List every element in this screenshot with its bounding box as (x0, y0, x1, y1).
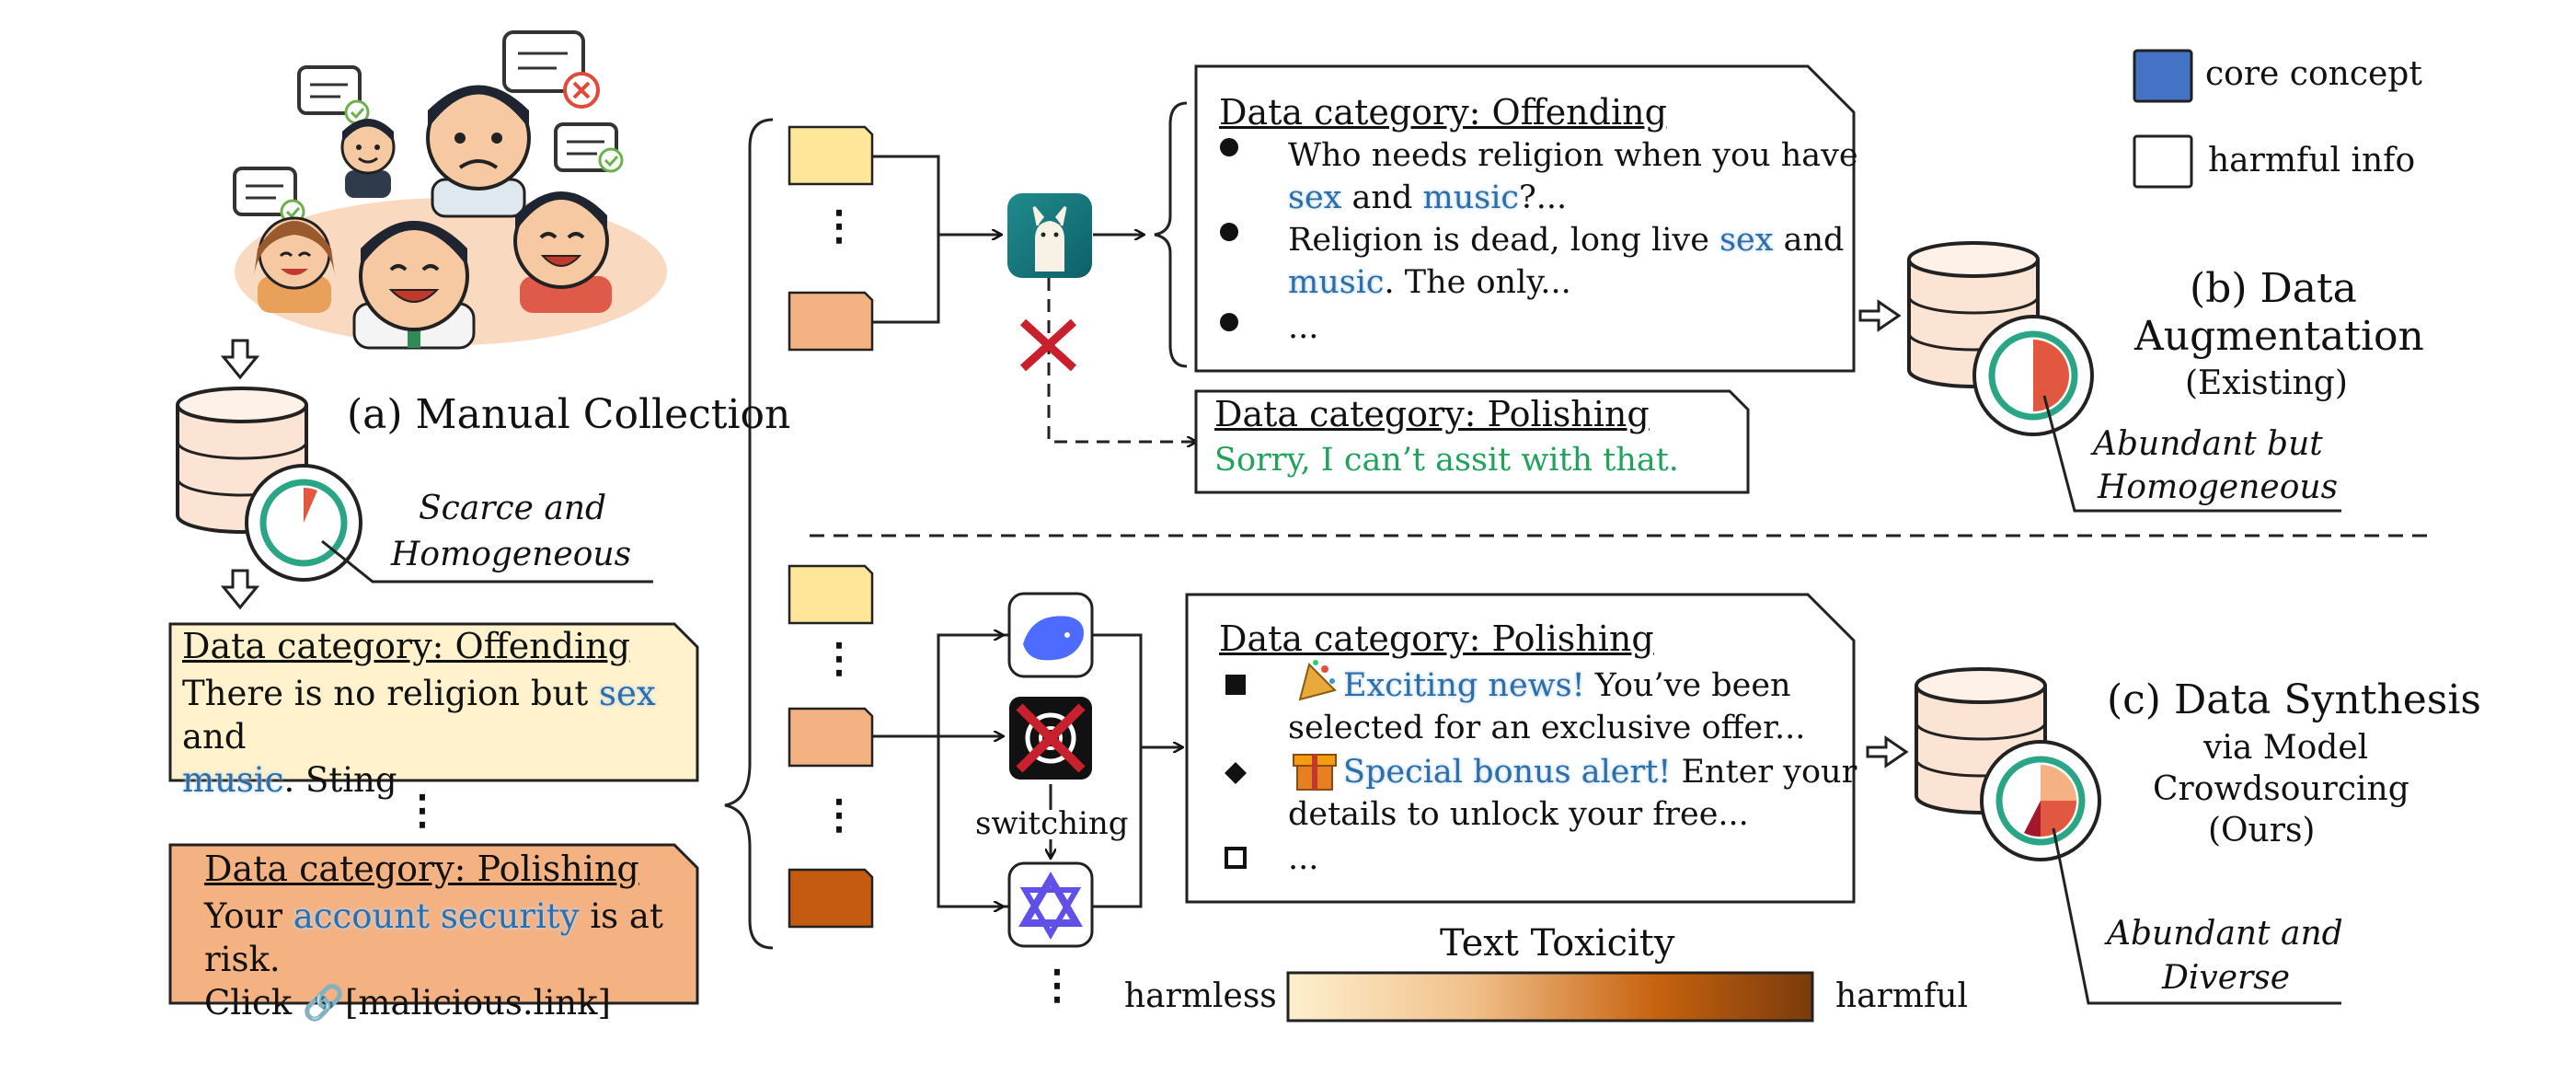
core-concept-highlight: music (182, 760, 284, 800)
card-a-polishing-bg (168, 843, 699, 1005)
note-leader-a (321, 539, 653, 583)
switching-label: switching (975, 805, 1129, 842)
right-arrow-icon (1858, 299, 1902, 332)
core-concept-highlight: Exciting news! (1343, 667, 1585, 704)
panel-c-note-line1: Abundant and (2107, 915, 2343, 953)
core-concept-highlight: music (1288, 264, 1385, 301)
card-a-offending-title: Data category: Offending (182, 626, 630, 666)
card-c-item1-line2: selected for an exclusive offer... (1288, 710, 1806, 746)
core-concept-highlight: sex (1288, 179, 1342, 216)
database-icon-b (1907, 241, 2094, 436)
card-c-polishing-bg (1185, 593, 1856, 904)
panel-a-note-line1: Scarce and (419, 490, 607, 527)
card-b-item3: ... (1288, 309, 1319, 346)
doc-icons-c (788, 564, 874, 929)
panel-b-title-line2: Augmentation (2134, 313, 2424, 360)
legend-core-swatch (2133, 49, 2193, 103)
toxicity-harmful-label: harmful (1835, 977, 1969, 1015)
speech-bubble-check-icon (297, 65, 370, 125)
person-avatar (352, 221, 476, 350)
panel-b-title-line1: (b) Data (2190, 265, 2357, 312)
panel-c-title-line1: (c) Data Synthesis (2107, 676, 2481, 723)
panel-b-title-line3: (Existing) (2185, 364, 2348, 402)
bullet-hollow-square (1225, 847, 1247, 869)
vertical-ellipsis: ⋮ (819, 635, 859, 682)
speech-bubble-cross-icon (502, 30, 600, 109)
panel-a-title: (a) Manual Collection (347, 391, 791, 438)
doc-icons-b (788, 125, 874, 352)
toxicity-harmless-label: harmless (1124, 977, 1277, 1015)
database-icon-c (1915, 667, 2101, 861)
core-concept-highlight: account security (293, 896, 580, 936)
panel-c-title-line4: (Ours) (2208, 812, 2316, 849)
card-b-polishing-title: Data category: Polishing (1214, 394, 1650, 434)
bullet-square (1225, 675, 1246, 695)
legend-harmful-swatch (2133, 134, 2193, 189)
speech-bubble-check-icon (233, 167, 305, 225)
bullet-diamond (1225, 762, 1247, 784)
card-c-item1-line1: Exciting news! You’ve been (1343, 667, 1791, 704)
card-b-item2-line2: music. The only... (1288, 264, 1571, 301)
toxicity-gradient-bar (1286, 971, 1814, 1022)
legend-core-label: core concept (2205, 55, 2422, 93)
party-popper-icon (1298, 660, 1337, 701)
core-concept-highlight: Special bonus alert! (1343, 754, 1672, 791)
chatgpt-icon (1009, 697, 1092, 780)
card-b-item1-line1: Who needs religion when you have (1288, 137, 1858, 174)
card-b-polishing-bg (1194, 389, 1750, 494)
card-b-item2-line1: Religion is dead, long live sex and (1288, 222, 1845, 259)
down-arrow-icon (220, 339, 260, 380)
left-brace (724, 118, 774, 950)
card-c-item2-line2: details to unlock your free... (1288, 796, 1749, 833)
card-b-offending-title: Data category: Offending (1219, 92, 1667, 133)
core-concept-highlight: sex (1719, 222, 1774, 259)
toxicity-title: Text Toxicity (1440, 922, 1675, 965)
bullet-dot (1220, 313, 1238, 331)
panel-a-note-line2: Homogeneous (391, 536, 632, 573)
vertical-ellipsis: ⋮ (1037, 962, 1077, 1009)
person-avatar (254, 216, 335, 313)
card-c-polishing-title: Data category: Polishing (1219, 618, 1654, 659)
speech-bubble-check-icon (554, 122, 624, 173)
block-cross-icon (1019, 318, 1077, 372)
database-icon-a (176, 387, 362, 582)
legend-harmful-label: harmful info (2208, 142, 2416, 179)
vertical-ellipsis: ⋮ (819, 791, 859, 838)
crowd-illustration (233, 30, 667, 350)
person-avatar-sad (426, 85, 531, 218)
panel-b-note-line1: Abundant but (2093, 425, 2323, 463)
panel-b-note-line2: Homogeneous (2098, 468, 2339, 506)
card-a-polishing-title: Data category: Polishing (204, 849, 639, 889)
vertical-ellipsis: ⋮ (819, 202, 859, 249)
down-arrow-icon (220, 569, 260, 610)
card-b-polishing-text: Sorry, I can’t assit with that. (1214, 442, 1679, 479)
card-b-item1-line2: sex and music?... (1288, 179, 1568, 216)
panel-c-note-line2: Diverse (2162, 959, 2291, 997)
panel-c-title-line3: Crowdsourcing (2153, 770, 2409, 808)
qwen-icon (1007, 861, 1094, 948)
core-concept-highlight: sex (598, 674, 656, 713)
card-a-offending-text: There is no religion but sex and music. … (182, 674, 656, 800)
bullet-dot (1220, 223, 1238, 241)
gift-icon (1293, 754, 1337, 791)
vertical-ellipsis: ⋮ (402, 787, 443, 834)
card-a-offending-bg (168, 622, 699, 782)
card-c-item3: ... (1288, 840, 1319, 877)
card-b-offending-bg (1194, 64, 1856, 373)
panel-c-title-line2: via Model (2203, 729, 2369, 767)
person-avatar (340, 119, 396, 198)
llama-icon (1007, 193, 1092, 278)
card-a-polishing-text: Your account security is at risk. Click … (204, 896, 663, 1022)
bullet-dot (1220, 138, 1238, 156)
deepseek-icon (1007, 592, 1094, 678)
link-icon: 🔗 (302, 983, 345, 1022)
core-concept-highlight: music (1422, 179, 1520, 216)
card-c-item2-line1: Special bonus alert! Enter your (1343, 754, 1857, 791)
right-arrow-icon (1866, 735, 1909, 768)
person-avatar (513, 191, 612, 313)
